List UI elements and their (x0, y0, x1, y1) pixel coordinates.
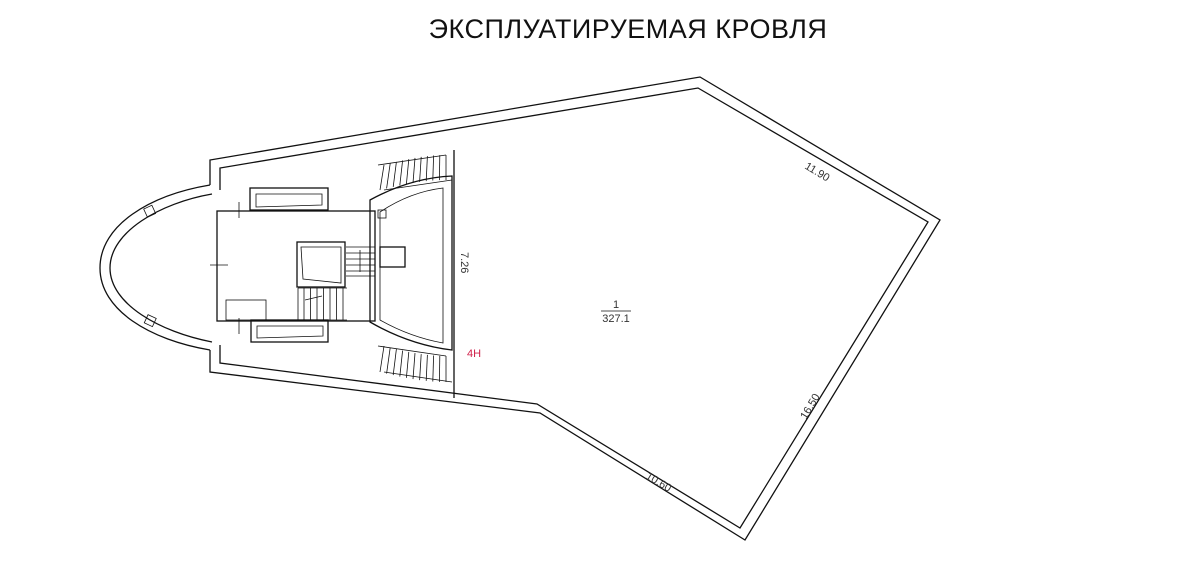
stair-tread (419, 354, 422, 381)
stair-tread (412, 157, 416, 183)
exit-room (369, 175, 453, 351)
stair-tread (392, 161, 397, 187)
stair-tread (419, 156, 422, 182)
dimension-right: 16.50 (798, 392, 822, 422)
bay-post (143, 204, 157, 218)
roof-outer-wall (209, 76, 941, 541)
stair-tread (406, 159, 410, 185)
roof-inner-wall (219, 87, 929, 529)
room-number: 1 (613, 299, 619, 311)
stair-tread (392, 349, 397, 376)
stair-tread (399, 160, 403, 186)
small-stair (225, 299, 267, 321)
stair-arrow (304, 295, 323, 301)
stair-tread (425, 156, 428, 182)
elevator-cab (300, 246, 342, 284)
duct-bottom-inner (256, 325, 324, 339)
exit-room-inner (379, 187, 444, 344)
plan-title: ЭКСПЛУАТИРУЕМАЯ КРОВЛЯ (428, 14, 828, 44)
room-area: 327.1 (602, 313, 630, 325)
stair-edge (383, 179, 453, 191)
bay-window-outer (99, 184, 211, 351)
inner-stair (297, 246, 375, 321)
stair-tread (399, 350, 403, 377)
duct-top-inner (255, 193, 323, 208)
dimension-bottom: 10.60 (643, 470, 673, 494)
outdoor-stair-top (377, 154, 453, 191)
stair-tread (386, 163, 391, 189)
outdoor-stair-bottom (377, 345, 453, 383)
stair-tread (412, 353, 416, 380)
stair-tread (425, 354, 428, 381)
stair-tread (432, 355, 434, 382)
stair-edge (383, 371, 453, 383)
stair-tread (406, 351, 410, 378)
dimension-core: 7.26 (458, 252, 470, 273)
stair-edge (377, 345, 447, 357)
stair-tread (386, 347, 391, 374)
vent-box (379, 246, 406, 268)
stair-tread (379, 164, 385, 191)
stair-edge (377, 154, 447, 166)
stair-tread (432, 155, 434, 181)
bay-post (143, 314, 157, 328)
duct-top (249, 187, 329, 211)
duct-bottom (250, 319, 329, 343)
bay-window-inner (109, 193, 213, 343)
stair-tread (379, 345, 385, 373)
marker-4n: 4Н (467, 348, 481, 360)
elevator-shaft (296, 241, 346, 288)
vent-small (377, 209, 387, 219)
stair-hall (216, 210, 376, 322)
